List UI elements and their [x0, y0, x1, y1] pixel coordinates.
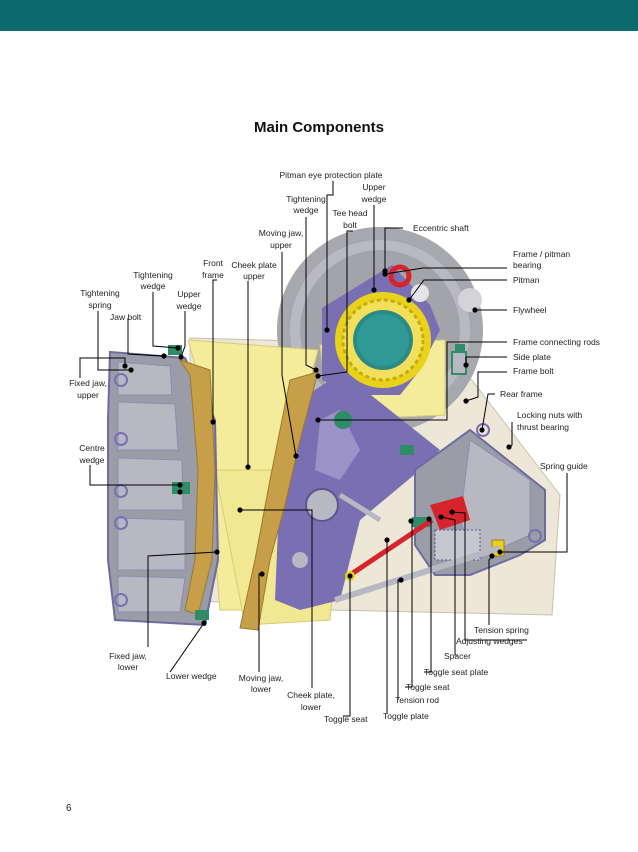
- label-jaw-bolt: Jaw bolt: [110, 312, 142, 322]
- flywheel-hole-icon: [458, 288, 482, 312]
- label-upper-wedge-top-1: Upper: [362, 182, 385, 192]
- label-toggle-seat-left: Toggle seat: [324, 714, 368, 724]
- label-lower-wedge: Lower wedge: [166, 671, 217, 681]
- label-fixed-jaw-upper-1: Fixed jaw,: [69, 378, 107, 388]
- tee-head-bolt-rod: [338, 492, 382, 523]
- label-toggle-seat-plate: Toggle seat plate: [424, 667, 489, 677]
- frame-connecting-rod-block: [451, 351, 467, 375]
- label-cheek-plate-lower-1: Cheek plate,: [287, 690, 335, 700]
- label-moving-jaw-upper-2: upper: [270, 240, 292, 250]
- label-tightening-wedge-left-2: wedge: [139, 281, 165, 291]
- side-plate-clip: [455, 344, 465, 352]
- page-title: Main Components: [254, 119, 384, 136]
- label-tightening-wedge-top-1: Tightening: [286, 194, 326, 204]
- label-centre-wedge-2: wedge: [78, 455, 104, 465]
- label-frame-bolt: Frame bolt: [513, 366, 554, 376]
- label-spring-guide: Spring guide: [540, 461, 588, 471]
- label-upper-wedge-left-1: Upper: [177, 289, 200, 299]
- label-cheek-plate-upper-1: Cheek plate: [231, 260, 277, 270]
- tension-rod: [334, 545, 501, 603]
- label-tightening-wedge-top-2: wedge: [292, 205, 318, 215]
- rear-frame: [400, 423, 546, 576]
- label-cheek-plate-upper-2: upper: [243, 271, 265, 281]
- label-fixed-jaw-lower-1: Fixed jaw,: [109, 651, 147, 661]
- label-tee-head-bolt-2: bolt: [343, 220, 357, 230]
- toggle-plate: [348, 517, 434, 578]
- page-number: 6: [66, 803, 72, 814]
- label-tightening-spring-2: spring: [88, 300, 111, 310]
- label-moving-jaw-lower-2: lower: [251, 684, 271, 694]
- frame-pitman-bearing: [335, 292, 431, 388]
- label-tightening-wedge-left-1: Tightening: [133, 270, 173, 280]
- label-toggle-seat: Toggle seat: [406, 682, 450, 692]
- label-front-frame-1: Front: [203, 258, 223, 268]
- label-tightening-spring-1: Tightening: [80, 288, 120, 298]
- label-rear-frame: Rear frame: [500, 389, 543, 399]
- leader-lines: [79, 181, 568, 717]
- label-centre-wedge-1: Centre: [79, 443, 105, 453]
- label-upper-wedge-top-2: wedge: [360, 194, 386, 204]
- label-tension-spring: Tension spring: [474, 625, 529, 635]
- leader-dots: [122, 268, 512, 626]
- label-fixed-jaw-lower-2: lower: [118, 662, 138, 672]
- label-frame-pitman-bearing-1: Frame / pitman: [513, 249, 570, 259]
- label-spacer: Spacer: [444, 651, 471, 661]
- label-pitman-eye-protection-plate: Pitman eye protection plate: [279, 170, 382, 180]
- label-tee-head-bolt-1: Tee head: [333, 208, 368, 218]
- label-adjusting-wedges: Adjusting wedges: [456, 636, 523, 646]
- moving-jaw-plate: [239, 371, 319, 631]
- label-toggle-plate: Toggle plate: [383, 711, 429, 721]
- label-upper-wedge-left-2: wedge: [175, 301, 201, 311]
- top-banner: [0, 0, 638, 31]
- pitman-eye-ring: [388, 264, 412, 288]
- label-cheek-plate-lower-2: lower: [301, 702, 321, 712]
- label-fixed-jaw-upper-2: upper: [77, 390, 99, 400]
- fixed-jaw: [107, 345, 220, 627]
- label-frame-connecting-rods: Frame connecting rods: [513, 337, 600, 347]
- label-moving-jaw-upper-1: Moving jaw,: [259, 228, 303, 238]
- label-eccentric-shaft: Eccentric shaft: [413, 223, 469, 233]
- label-locking-nuts-1: Locking nuts with: [517, 410, 582, 420]
- label-pitman: Pitman: [513, 275, 540, 285]
- label-side-plate: Side plate: [513, 352, 551, 362]
- label-flywheel: Flywheel: [513, 305, 547, 315]
- label-frame-pitman-bearing-2: bearing: [513, 260, 542, 270]
- pitman-hole-icon: [411, 284, 429, 302]
- label-locking-nuts-2: thrust bearing: [517, 422, 569, 432]
- label-tension-rod: Tension rod: [395, 695, 439, 705]
- label-moving-jaw-lower-1: Moving jaw,: [239, 673, 283, 683]
- label-front-frame-2: frame: [202, 270, 224, 280]
